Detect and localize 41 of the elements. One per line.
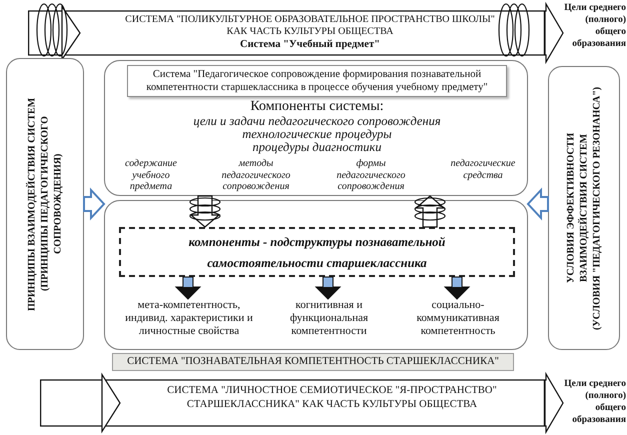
arrow: [314, 276, 342, 300]
list-item: процедуры диагностики: [252, 141, 382, 154]
list-item: цели и задачи педагогического сопровождения: [193, 115, 441, 128]
block-arrow: [544, 372, 564, 434]
component-heading: компоненты - подструктуры познавательной самостоятельности старшеклассника: [188, 234, 446, 272]
arrow: [174, 276, 202, 300]
vertical-heading: УСЛОВИЯ ЭФФЕКТИВНОСТИ ВЗАИМОДЕЙСТВИЯ СИСТЕМ: [564, 132, 590, 286]
vertical-subheading: (УСЛОВИЯ "ПЕДАГОГИЧЕСКОГО РЕЗОНАНСА"): [590, 86, 604, 330]
block-arrow: [414, 195, 446, 228]
component-label: педагогические средства: [450, 158, 516, 181]
section-heading: Компоненты системы:: [250, 98, 384, 115]
side-panel: [548, 66, 620, 350]
block-arrow: [189, 195, 221, 228]
side-panel: [6, 58, 84, 350]
outcome-text: социально-коммуникативная компетентность: [408, 299, 508, 338]
outcome-text: мета-компетентность, индивид. характеристики и личностные свойства: [125, 299, 253, 338]
box-title: Система "Педагогическое сопровождение формирования познавательной компетентности старшеклассника в процессе обучения учебному предмету": [145, 68, 489, 94]
component-label: формы педагогического сопровождения: [336, 158, 406, 192]
block-arrow: [83, 187, 106, 221]
goals-text: Цели среднего (полного) общего образования: [563, 378, 626, 426]
rounded-panel: [104, 60, 528, 196]
arrow-band: [28, 6, 545, 60]
component-label: содержание учебного предмета: [124, 158, 178, 192]
band-subtitle: Система "Учебный предмет": [240, 39, 380, 51]
list-item: технологические процедуры: [242, 128, 392, 141]
title-box: [127, 65, 507, 97]
outcome-text: когнитивная и функциональная компетентности: [279, 299, 379, 338]
dashed-box: [119, 227, 515, 277]
block-arrow: [544, 2, 564, 64]
arrow-band: [40, 374, 545, 432]
vertical-heading: ПРИНЦИПЫ ВЗАИМОДЕЙСТВИЯ СИСТЕМ: [26, 97, 38, 311]
vertical-subheading: (ПРИНЦИПЫ ПЕДАГОГИЧЕСКОГО СОПРОВОЖДЕНИЯ): [38, 116, 64, 294]
rounded-panel: [104, 200, 528, 350]
arrow: [444, 276, 470, 300]
component-label: методы педагогического сопровождения: [220, 158, 292, 192]
banner-box: [112, 353, 514, 371]
block-arrow: [526, 187, 549, 221]
goals-text: Цели среднего (полного) общего образования: [563, 2, 626, 50]
band-title: СИСТЕМА "ЛИЧНОСТНОЕ СЕМИОТИЧЕСКОЕ "Я-ПРОСТРАНСТВО" СТАРШЕКЛАССНИКА" КАК ЧАСТЬ КУЛЬТУРЫ ОБЩЕСТВА: [166, 384, 498, 412]
banner-title: СИСТЕМА "ПОЗНАВАТЕЛЬНАЯ КОМПЕТЕНТНОСТЬ СТАРШЕКЛАССНИКА": [127, 355, 499, 369]
band-title: СИСТЕМА "ПОЛИКУЛЬТУРНОЕ ОБРАЗОВАТЕЛЬНОЕ ПРОСТРАНСТВО ШКОЛЫ" КАК ЧАСТЬ КУЛЬТУРЫ ОБЩЕСТВА: [124, 14, 496, 38]
